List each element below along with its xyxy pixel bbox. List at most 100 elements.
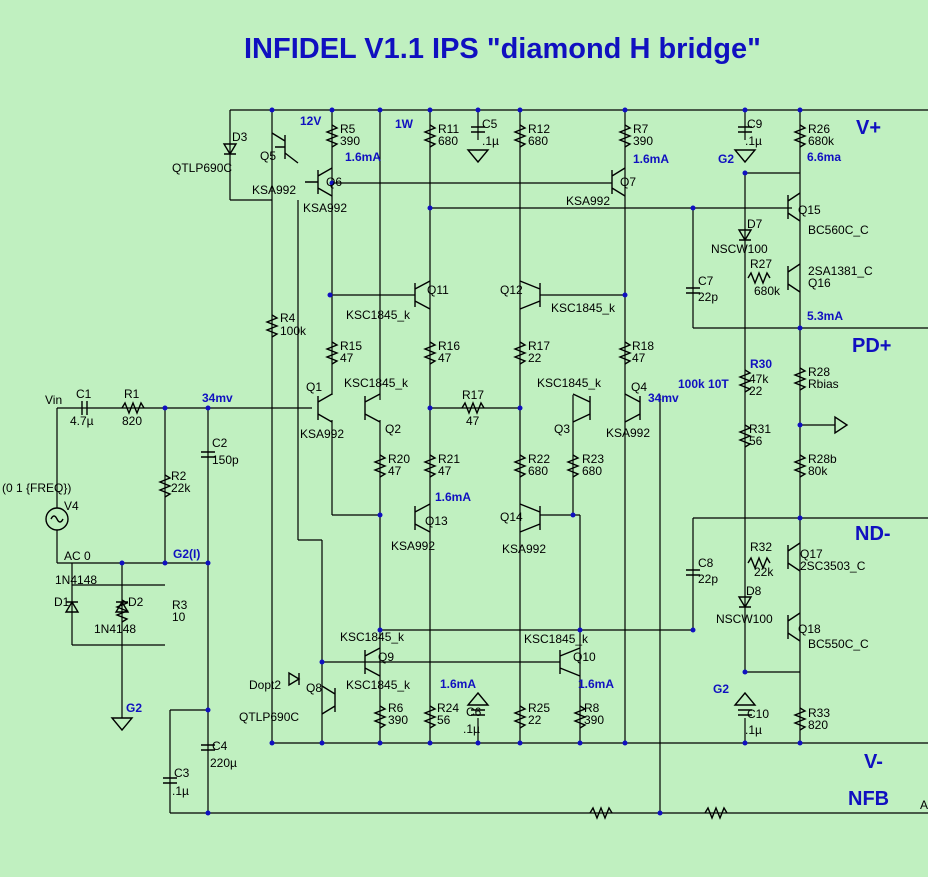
annot-mv-q4: 34mv [648,391,679,405]
r24-value: 680k [808,134,835,148]
c7-ref: C7 [698,274,714,288]
q18-model: BC550C_C [808,637,869,651]
r4-value: 100k [280,324,307,338]
r13-value: 47 [340,351,354,365]
r3-value: 10 [172,610,186,624]
c2-value: 150p [212,453,239,467]
capacitor-symbols [81,126,752,784]
q16-ref: Q16 [808,276,831,290]
r13-ref: R15 [340,339,362,353]
rail-vplus-label: V+ [856,117,881,139]
r20-value: 680 [528,464,548,478]
c5-ref: C5 [482,117,498,131]
q15-ref: Q15 [798,203,821,217]
r6-value: 390 [388,713,408,727]
rail-pdplus-label: PD+ [852,335,891,357]
r1-ref: R1 [124,387,140,401]
q3-ref: Q3 [554,422,570,436]
c3-value: .1µ [172,784,189,798]
r28b-value: 22 [749,384,763,398]
d7-ref: D7 [747,217,763,231]
d7-model: NSCW100 [711,242,768,256]
r5-value: 390 [340,134,360,148]
q16-model: 2SA1381_C [808,264,873,278]
q11-model: KSC1845_k [346,308,411,322]
q14-ref: Q14 [500,510,523,524]
c10-ref: C10 [747,707,769,721]
r22-ref: R24 [437,701,459,715]
r19-value: 47 [438,464,452,478]
q2-model: KSC1845_k [344,376,409,390]
r23-ref: R25 [528,701,550,715]
d8-ref: D8 [746,584,762,598]
d8-model: NSCW100 [716,612,773,626]
r18-ref: R20 [388,452,410,466]
q17-model: 2SC3503_C [800,559,866,573]
r30-ref: R32 [750,540,772,554]
net-g2i: G2(I) [173,547,200,561]
d1-ref: D1 [54,595,70,609]
r11-ref: R11 [438,122,459,136]
d2-ref: D2 [128,595,144,609]
q8-model: QTLP690C [239,710,299,724]
r2-value: 22k [171,481,191,495]
q5-ref: Q5 [260,149,276,163]
r29-ref: R31 [749,422,771,436]
labels: V+ PD+ ND- V- NFB G2 G2 G2 G2(I) 12V 1W … [2,114,928,812]
r25-value: 680k [754,284,781,298]
c4-ref: C4 [212,739,228,753]
annot-pot: 100k 10T [678,377,729,391]
r2-ref: R2 [171,469,187,483]
r19-ref: R21 [438,452,460,466]
q9-model: KSC1845_k [340,630,405,644]
q11-ref: Q11 [427,283,449,297]
q13-model: KSA992 [391,539,435,553]
r23-value: 22 [528,713,542,727]
r25-ref: R27 [750,257,772,271]
r14-value: 47 [438,351,452,365]
q4-model: KSA992 [606,426,650,440]
c3-ref: C3 [174,766,190,780]
r31-value: 820 [808,718,828,732]
d1-model: 1N4148 [55,573,97,587]
r27-value: 80k [808,464,828,478]
c6-value: .1µ [463,722,480,736]
schematic-title: INFIDEL V1.1 IPS "diamond H bridge" [244,33,761,65]
dopt2-ref: Dopt2 [249,678,281,692]
r14-ref: R16 [438,339,460,353]
rail-vminus-label: V- [864,751,883,773]
q7-ref: Q7 [620,175,636,189]
r21-value: 680 [582,464,602,478]
r17-value: 47 [466,414,480,428]
r7-value: 390 [633,134,653,148]
r26-ref: R28 [808,365,830,379]
q4-ref: Q4 [631,380,647,394]
q15-model: BC560C_C [808,223,869,237]
ground-symbols [110,149,849,732]
cut-letter: A [920,798,928,812]
r18-value: 47 [388,464,402,478]
q14-model: KSA992 [502,542,546,556]
annot-i-q16: 5.3mA [807,309,843,323]
r8-value: 390 [584,713,604,727]
diode-symbols [64,143,753,687]
c2-ref: C2 [212,436,228,450]
r16-value: 47 [632,351,646,365]
c6-ref: C6 [466,705,482,719]
net-g2-top: G2 [718,152,734,166]
d3-model: QTLP690C [172,161,232,175]
q7-model: KSA992 [566,194,610,208]
rail-ndminus-label: ND- [855,523,891,545]
q5-model: KSA992 [252,183,296,197]
c9-ref: C9 [747,117,763,131]
r27-ref: R28b [808,452,837,466]
r5-ref: R5 [340,122,356,136]
junctions [119,107,803,816]
q6-model: KSA992 [303,201,347,215]
r28-value: 47k [749,372,769,386]
d3-ref: D3 [232,130,248,144]
r12-value: 680 [528,134,548,148]
annot-1w: 1W [395,117,414,131]
source-spec: (0 1 {FREQ}) [2,481,71,495]
